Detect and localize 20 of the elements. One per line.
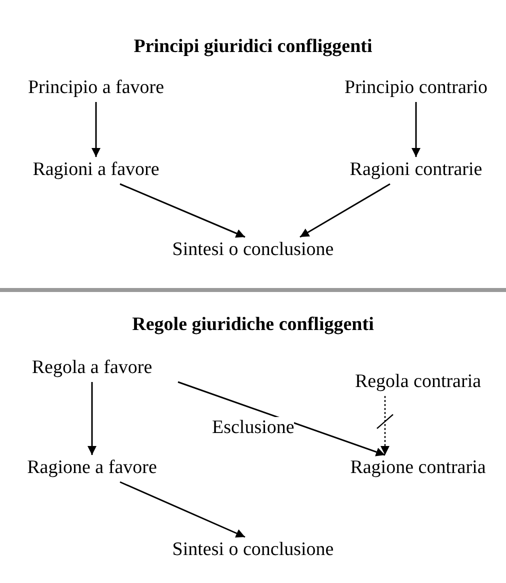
node-label: Ragione a favore — [27, 457, 157, 479]
node-label: Regola contraria — [354, 371, 482, 393]
arrow — [412, 102, 420, 157]
section-title: Regole giuridiche confliggenti — [132, 314, 374, 336]
arrow — [178, 381, 386, 456]
arrow — [88, 382, 96, 455]
arrow — [120, 481, 246, 538]
node-label: Sintesi o conclusione — [172, 239, 334, 261]
node-label: Ragioni contrarie — [350, 159, 482, 181]
node-label: Ragioni a favore — [32, 159, 160, 181]
section-title: Principi giuridici confliggenti — [134, 36, 372, 58]
arrow — [300, 183, 390, 238]
arrow — [120, 183, 246, 238]
dotted-arrow — [376, 396, 394, 455]
node-label: Sintesi o conclusione — [172, 539, 334, 561]
arrow — [92, 102, 100, 157]
node-label: Regola a favore — [32, 357, 152, 379]
node-label: Principio contrario — [344, 77, 488, 99]
node-label: Ragione contraria — [350, 457, 486, 479]
node-label: Principio a favore — [28, 77, 164, 99]
